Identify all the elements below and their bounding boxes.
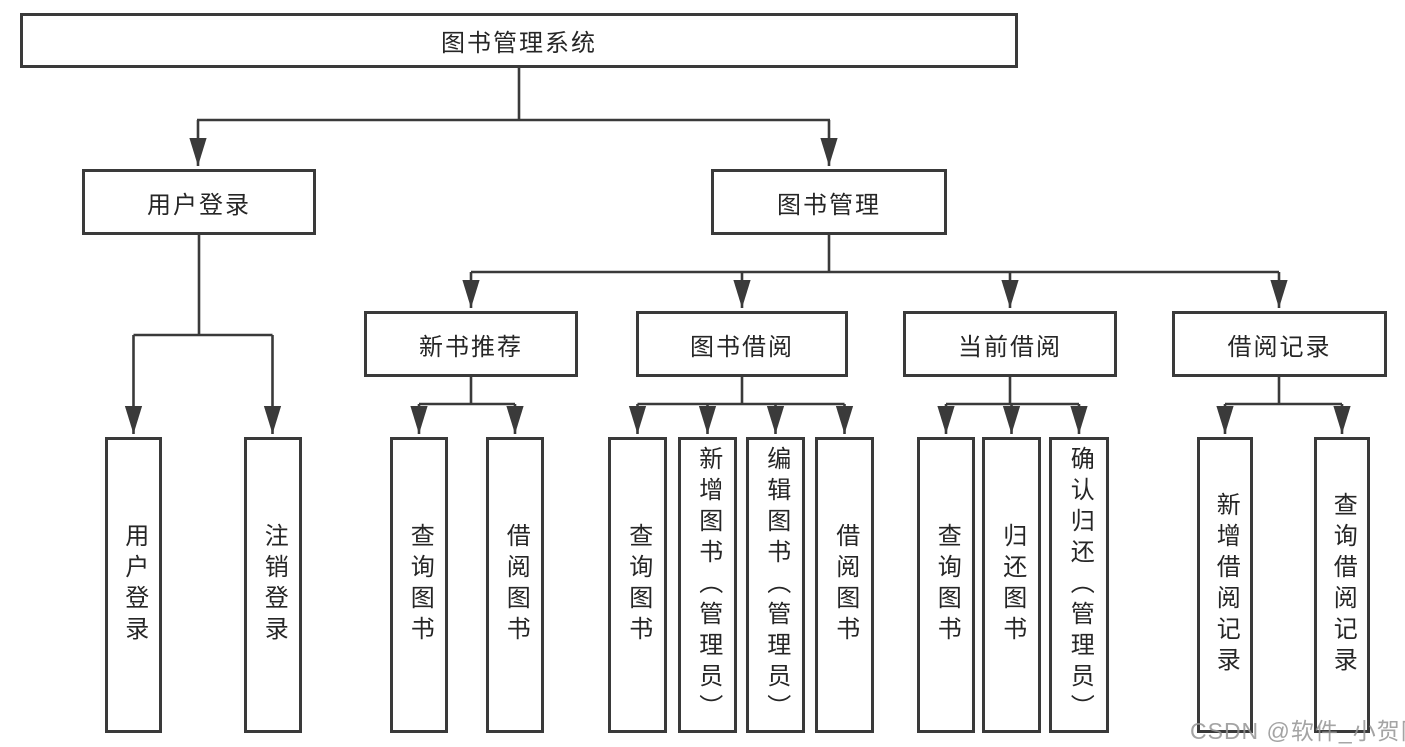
node-label: 归还图书 bbox=[998, 523, 1026, 647]
node-label: 当前借阅 bbox=[958, 333, 1062, 361]
leaf-logout: 注销登录 bbox=[244, 437, 302, 733]
node-book-management: 图书管理 bbox=[711, 169, 947, 235]
node-label: 编辑图书（管理员） bbox=[762, 445, 790, 725]
leaf-query-borrow-record: 查询借阅记录 bbox=[1314, 437, 1370, 733]
node-current-borrowing: 当前借阅 bbox=[903, 311, 1117, 377]
node-label: 图书借阅 bbox=[690, 333, 794, 361]
node-new-book-recommendation: 新书推荐 bbox=[364, 311, 578, 377]
node-label: 借阅记录 bbox=[1227, 333, 1332, 361]
node-label: 新增图书（管理员） bbox=[694, 445, 722, 725]
node-label: 新书推荐 bbox=[419, 333, 523, 361]
node-label: 查询图书 bbox=[406, 523, 434, 647]
leaf-user-login: 用户登录 bbox=[105, 437, 162, 733]
node-borrowing-records: 借阅记录 bbox=[1172, 311, 1387, 377]
node-label: 注销登录 bbox=[260, 523, 288, 647]
node-label: 确认归还（管理员） bbox=[1066, 445, 1094, 725]
leaf-query-books-current: 查询图书 bbox=[917, 437, 975, 733]
leaf-borrow-books: 借阅图书 bbox=[815, 437, 874, 733]
leaf-add-borrow-record: 新增借阅记录 bbox=[1197, 437, 1253, 733]
leaf-return-books: 归还图书 bbox=[982, 437, 1041, 733]
leaf-add-books-admin: 新增图书（管理员） bbox=[678, 437, 737, 733]
node-user-login: 用户登录 bbox=[82, 169, 316, 235]
node-label: 用户登录 bbox=[120, 523, 148, 647]
node-label: 查询图书 bbox=[624, 523, 652, 647]
node-label: 用户登录 bbox=[147, 191, 251, 219]
csdn-watermark: CSDN @软件_小贺同学 bbox=[1190, 718, 1405, 744]
node-label: 图书管理系统 bbox=[441, 30, 597, 57]
node-label: 新增借阅记录 bbox=[1212, 492, 1240, 678]
node-label: 查询借阅记录 bbox=[1329, 492, 1357, 678]
leaf-borrow-books-recommend: 借阅图书 bbox=[486, 437, 544, 733]
node-book-borrowing: 图书借阅 bbox=[636, 311, 848, 377]
node-label: 图书管理 bbox=[777, 191, 881, 219]
leaf-query-books-borrow: 查询图书 bbox=[608, 437, 667, 733]
leaf-confirm-return-admin: 确认归还（管理员） bbox=[1049, 437, 1109, 733]
node-label: 查询图书 bbox=[933, 523, 961, 647]
node-library-management-system: 图书管理系统 bbox=[20, 13, 1018, 68]
leaf-query-books-recommend: 查询图书 bbox=[390, 437, 448, 733]
node-label: 借阅图书 bbox=[831, 523, 859, 647]
leaf-edit-books-admin: 编辑图书（管理员） bbox=[746, 437, 805, 733]
node-label: 借阅图书 bbox=[502, 523, 530, 647]
